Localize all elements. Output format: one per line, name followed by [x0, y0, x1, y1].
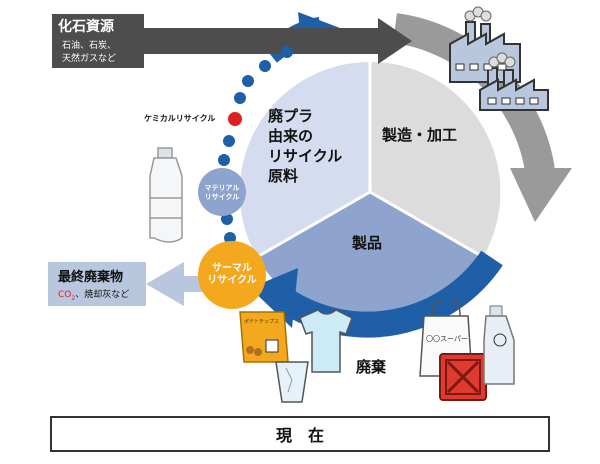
center-line2: 由来の: [268, 127, 314, 145]
thermal-line1: サーマル: [212, 263, 252, 274]
material-recycle-label: マテリアル リサイクル: [200, 184, 244, 202]
fossil-arrowhead: [378, 18, 412, 64]
tshirt-icon: [299, 309, 353, 373]
current-state-bar: 現 在: [50, 416, 550, 452]
pet-bottle-icon: [149, 147, 183, 243]
thermal-recycle-label: サーマル リサイクル: [198, 263, 266, 287]
cup-icon: [275, 361, 309, 403]
co-text: CO: [58, 290, 72, 300]
material-recycle-circle: [198, 168, 246, 216]
smoke-icon: [464, 6, 516, 68]
center-line3: リサイクル: [268, 147, 343, 165]
detergent-bottle-icon: [483, 305, 515, 385]
fossil-sub1: 石油、石炭、: [62, 41, 117, 51]
material-line2: リサイクル: [204, 193, 240, 201]
thermal-line2: リサイクル: [207, 275, 257, 286]
fossil-resources-box: 化石資源 石油、石炭、 天然ガスなど: [52, 14, 144, 68]
bag-label: 〇〇スーパー: [426, 335, 468, 343]
recycle-material-segment: [239, 61, 370, 258]
manufacturing-segment: [370, 61, 501, 257]
current-state-label: 現 在: [275, 426, 324, 445]
recycle-material-label: 廃プラ 由来の リサイクル 原料: [268, 106, 342, 186]
final-waste-rest: 、焼却灰など: [75, 290, 130, 300]
recycle-dots: [218, 46, 293, 244]
fossil-title: 化石資源: [58, 19, 114, 35]
snack-bag-icon: [239, 311, 289, 363]
final-waste-sub: CO2、焼却灰など: [58, 287, 129, 302]
thermal-recycle-circle: [198, 241, 266, 309]
fuel-can-icon: [439, 353, 487, 401]
chemical-recycle-label: ケミカルリサイクル: [144, 114, 216, 123]
material-line1: マテリアル: [204, 184, 240, 192]
center-line4: 原料: [268, 167, 299, 185]
product-label: 製品: [352, 234, 383, 252]
manufacture-arrowhead: [510, 168, 572, 222]
manufacturing-label: 製造・加工: [382, 126, 458, 144]
snack-label: ポテトチップス: [244, 319, 280, 325]
final-waste-title: 最終廃棄物: [58, 270, 124, 285]
chemical-recycle-dot: [228, 112, 242, 126]
fossil-arrow-body: [144, 28, 382, 54]
final-waste-box: 最終廃棄物 CO2、焼却灰など: [48, 262, 146, 306]
center-line1: 廃プラ: [268, 107, 314, 125]
fossil-sub2: 天然ガスなど: [62, 54, 117, 64]
co-subscript: 2: [71, 294, 76, 302]
disposal-label: 廃棄: [356, 358, 387, 376]
